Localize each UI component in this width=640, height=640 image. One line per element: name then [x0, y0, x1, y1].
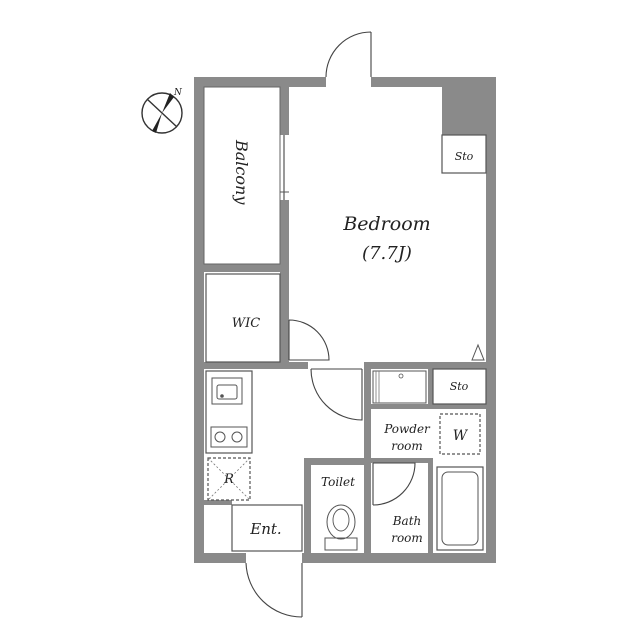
- toilet-tank-icon: [324, 537, 358, 551]
- walk-in-closet: WIC: [205, 273, 330, 363]
- entrance: Ent.: [231, 504, 303, 552]
- entrance-label: Ent.: [249, 520, 281, 538]
- storage-top-label: Sto: [455, 150, 474, 163]
- bathroom-label-line2: room: [391, 531, 423, 545]
- bathroom: Bath room: [372, 462, 484, 551]
- toilet-bowl-icon: [326, 504, 356, 540]
- powder-room: Powder room W: [372, 370, 481, 455]
- front-door[interactable]: [325, 31, 372, 78]
- refrigerator-label: R: [223, 472, 234, 487]
- north-arrow-icon: N: [141, 88, 183, 134]
- interior-walls: [204, 87, 486, 553]
- bedroom-label: Bedroom: [342, 213, 430, 235]
- stove-icon: [210, 426, 248, 448]
- refrigerator-space: [207, 457, 251, 501]
- balcony-label: Balcony: [232, 139, 251, 205]
- bathroom-label-line1: Bath: [392, 514, 422, 528]
- bedroom: Bedroom (7.7J): [342, 213, 430, 264]
- storage-mid: Sto: [432, 343, 487, 405]
- powder-room-label-line1: Powder: [383, 422, 431, 436]
- kitchen: R: [205, 368, 363, 501]
- powder-room-label-line2: room: [391, 439, 423, 453]
- balcony: Balcony: [203, 86, 289, 265]
- wic-label: WIC: [232, 316, 260, 331]
- bedroom-door-swing: [310, 368, 363, 421]
- wall-openings: [246, 76, 371, 564]
- bedroom-size: (7.7J): [362, 243, 412, 264]
- entrance-door[interactable]: [245, 562, 303, 618]
- bathroom-door-swing: [372, 462, 416, 506]
- bathtub-icon: [436, 466, 484, 551]
- wic-door-swing: [288, 319, 330, 361]
- toilet-room: Toilet: [321, 475, 358, 551]
- storage-mid-label: Sto: [450, 380, 469, 393]
- storage-top: Sto: [441, 134, 487, 174]
- compass-label: N: [173, 88, 183, 98]
- sink-icon: [211, 377, 243, 405]
- toilet-label: Toilet: [321, 475, 355, 489]
- washer-label: W: [453, 428, 469, 444]
- washer-space: [439, 413, 481, 455]
